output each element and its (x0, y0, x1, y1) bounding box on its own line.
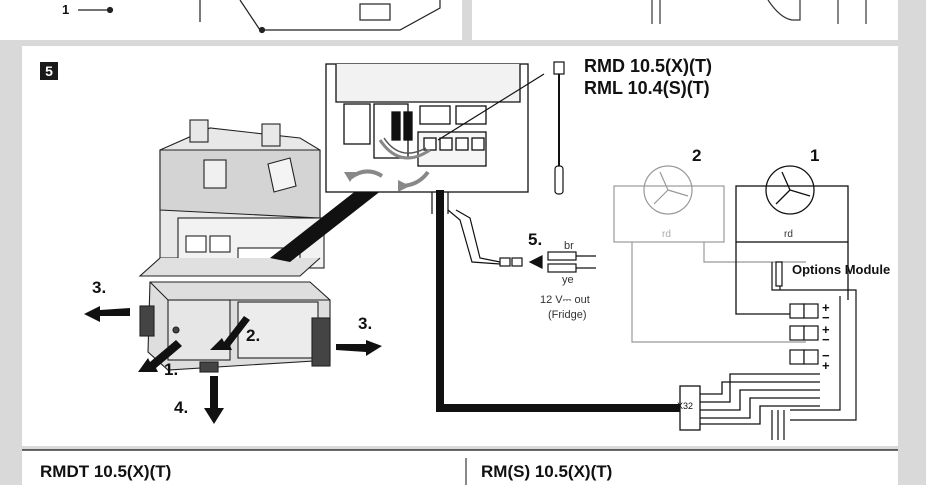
wire-ye-label: ye (562, 274, 574, 286)
fridge-label: (Fridge) (548, 309, 587, 321)
wire-br-label: br (564, 240, 574, 252)
model-name-1: RMD 10.5(X)(T) (584, 56, 713, 76)
terminal-plus-3: + (822, 358, 830, 373)
step-5-number: 5. (528, 230, 543, 249)
step-3-left-label: 3. (92, 278, 107, 297)
section-title-right: RM(S) 10.5(X)(T) (481, 462, 613, 481)
fan-1-label: 1 (810, 146, 820, 165)
fan-1-wire-label: rd (784, 229, 793, 240)
zoom-leader (270, 186, 382, 262)
top-right-drawing (651, 0, 867, 24)
terminal-minus-1: − (822, 310, 830, 325)
top-left-drawing (78, 0, 441, 34)
terminal-plus-1: + (822, 300, 830, 315)
zoom-arrowhead-1 (344, 172, 356, 182)
step-1-label: 1. (164, 360, 179, 379)
step-number-badge: 5 (40, 62, 58, 80)
section-title-left: RMDT 10.5(X)(T) (40, 462, 172, 481)
fan-1 (735, 165, 849, 315)
step-3-right-label: 3. (358, 314, 373, 333)
fan-2-wire-label: rd (662, 229, 671, 240)
options-module-frame (771, 261, 857, 440)
thick-cable (431, 190, 680, 412)
terminal-plus-2: + (822, 322, 830, 337)
step5-plug (499, 251, 596, 273)
model-name-2: RML 10.4(S)(T) (584, 78, 710, 98)
probe (437, 61, 565, 195)
x32-wiring (679, 373, 820, 431)
step-2-label: 2. (246, 326, 261, 345)
voltage-label: 12 V⎓ out (540, 294, 590, 306)
top-left-callout: 1 (62, 2, 70, 17)
x32-label: X32 (677, 401, 694, 411)
module-device (138, 119, 331, 373)
step-arrows (84, 306, 382, 424)
terminal-minus-3: − (822, 348, 830, 363)
fan-2-label: 2 (692, 146, 702, 165)
top-right-panel (472, 0, 898, 40)
terminal-minus-2: − (822, 332, 830, 347)
bottom-panel (22, 450, 898, 485)
options-module-label: Options Module (792, 262, 891, 277)
step-4-label: 4. (174, 398, 189, 417)
zoom-arrowhead-2 (398, 180, 410, 192)
